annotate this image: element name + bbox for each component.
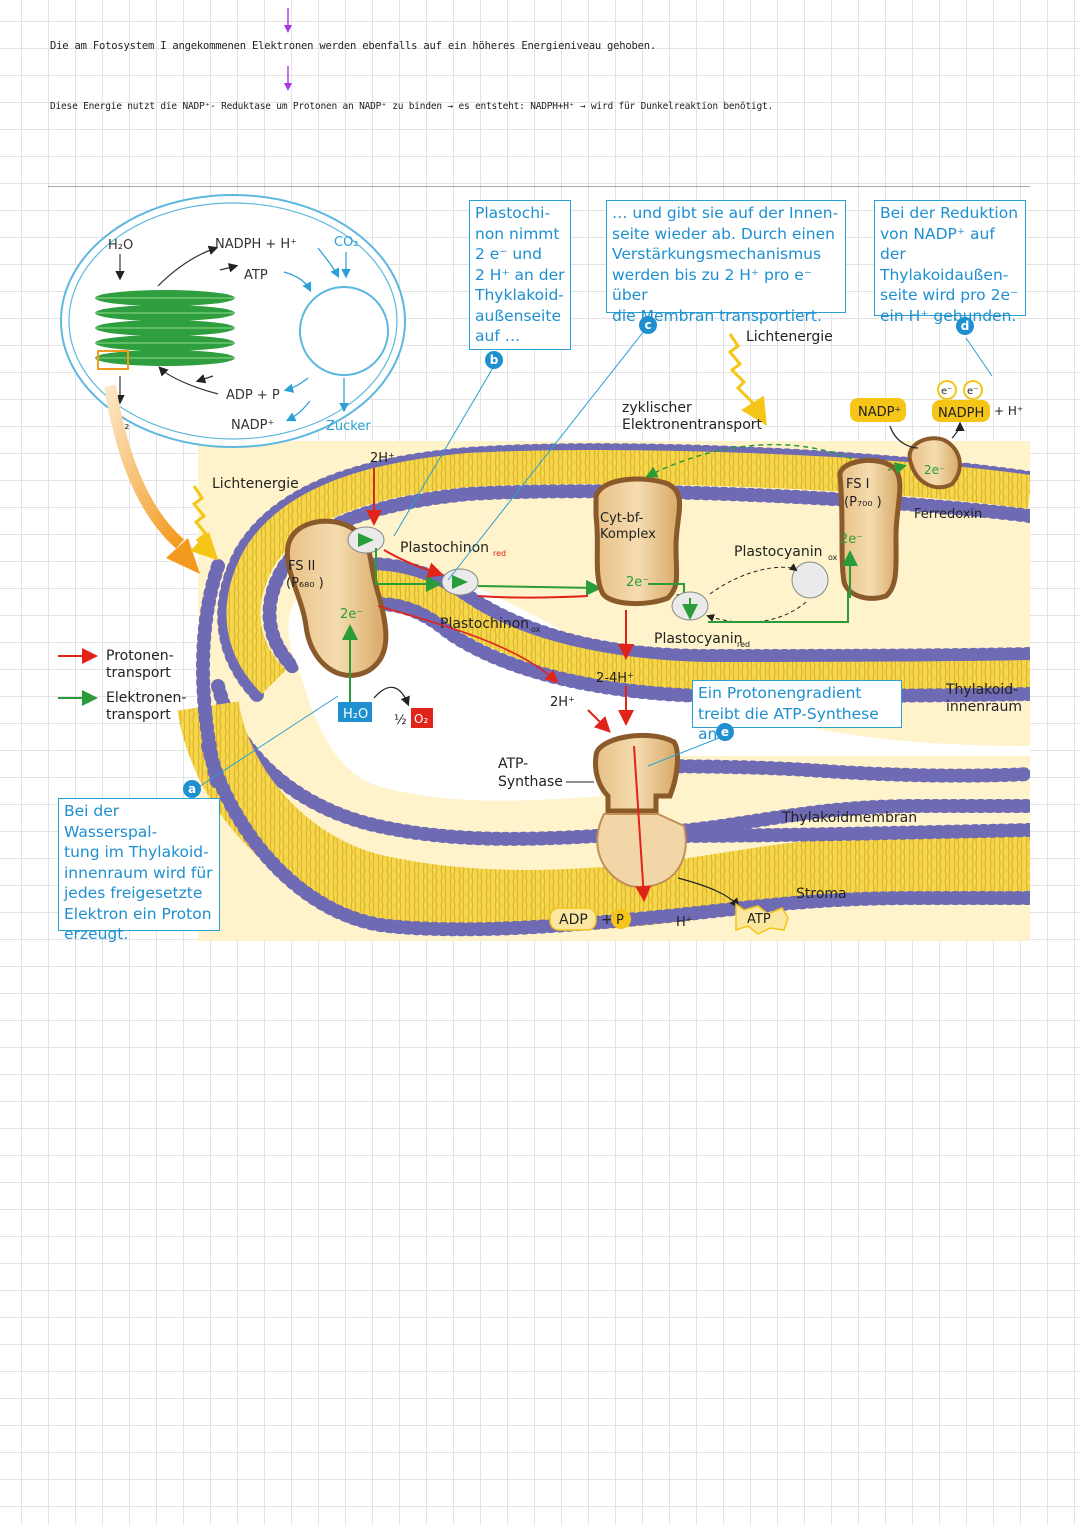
svg-text:e⁻: e⁻ — [941, 386, 952, 397]
h-plus-bottom: H⁺ — [676, 915, 693, 930]
plastochinon-ox: Plastochinon — [440, 616, 529, 632]
callout-d-connector — [965, 337, 993, 377]
cyt-2e: 2e⁻ — [626, 575, 649, 590]
lichtenergie-left: Lichtenergie — [212, 476, 299, 492]
plastocyanin-red: Plastocyanin — [654, 631, 742, 647]
svg-text:H₂O: H₂O — [343, 707, 368, 722]
thylakoidmembran-label: Thylakoidmembran — [781, 810, 917, 826]
svg-text:ox: ox — [828, 553, 838, 562]
p700-label: (P₇₀₀ ) — [844, 495, 882, 510]
callout-b-badge: b — [485, 351, 503, 369]
membrane-heads — [262, 484, 1037, 675]
callout-d-badge: d — [956, 317, 974, 335]
calvin-cycle — [299, 286, 389, 376]
note-line-1: Die am Fotosystem I angekommenen Elektro… — [50, 40, 657, 52]
callout-a-connector — [193, 695, 339, 791]
fs1-2e: 2e⁻ — [840, 532, 863, 547]
o2-box — [411, 708, 433, 728]
stroma-label: Stroma — [796, 886, 847, 902]
two-h-atp: 2H⁺ — [550, 695, 575, 710]
cytbf-label: Cyt-bf- — [600, 511, 644, 526]
nadph-chip — [932, 400, 990, 422]
atp-synthase-label-1: ATP- — [498, 756, 528, 772]
svg-text:e⁻: e⁻ — [967, 386, 978, 397]
legend-protonen-1: Protonen- — [106, 648, 174, 664]
thylakoidinnenraum-1: Thylakoid- — [945, 682, 1018, 698]
down-arrow-icon — [284, 8, 292, 33]
nadp-chip — [850, 398, 906, 422]
elektronentransport-label: Elektronentransport — [622, 417, 763, 433]
p-chip — [611, 909, 631, 929]
photosynthesis-figure: H₂O O₂ NADPH + H⁺ ATP CO₂ ADP + P NADP⁺ … — [48, 185, 1037, 943]
svg-text:NADPH: NADPH — [938, 406, 984, 421]
callout-c: … und gibt sie auf der Innen- seite wied… — [606, 200, 846, 325]
callout-b: Plastochi- non nimmt 2 e⁻ und 2 H⁺ an de… — [469, 200, 571, 350]
svg-text:ADP: ADP — [559, 912, 588, 928]
atp-synthase-label-2: Synthase — [498, 774, 563, 790]
h2o-box — [338, 702, 372, 722]
chloroplast-co2: CO₂ — [334, 235, 359, 250]
svg-text:ox: ox — [531, 625, 541, 634]
callout-d: Bei der Reduktion von NADP⁺ auf der Thyl… — [874, 200, 1026, 325]
legend-elektronen-1: Elektronen- — [106, 690, 186, 706]
two-h-top: 2H⁺ — [370, 451, 395, 466]
chloroplast-zucker: Zucker — [326, 419, 371, 434]
atp-bottom: ATP — [747, 912, 771, 927]
cytbf-complex — [593, 476, 683, 607]
plastochinon-red: Plastochinon — [400, 540, 489, 556]
membrane-tails — [226, 449, 1033, 695]
fd-2e: 2e⁻ — [924, 463, 945, 477]
zyklischer-label: zyklischer — [622, 400, 692, 416]
fs2-label: FS II — [288, 559, 315, 574]
down-arrow-icon — [284, 66, 292, 91]
callout-e: Ein Protonengradient treibt die ATP-Synt… — [692, 680, 902, 743]
svg-text:red: red — [493, 549, 506, 558]
svg-text:+: + — [601, 912, 613, 928]
thylakoidinnenraum-2: innenraum — [946, 699, 1022, 715]
light-wave-right — [727, 333, 767, 426]
callout-e-connector — [647, 735, 725, 767]
atp-synthase — [593, 732, 687, 902]
ferredoxin — [907, 436, 962, 490]
fs1-label: FS I — [846, 477, 869, 492]
plastocyanin-ox: Plastocyanin — [734, 544, 822, 560]
zoom-marker — [97, 350, 129, 370]
ferredoxin-label: Ferredoxin — [914, 507, 982, 522]
svg-text:NADP⁺: NADP⁺ — [858, 405, 901, 420]
callout-b-connector — [393, 365, 495, 537]
adp-chip — [549, 907, 597, 931]
callout-c-badge: c — [639, 316, 657, 334]
zoom-arrow — [104, 385, 185, 549]
komplex-label: Komplex — [600, 527, 656, 542]
legend-protonen-2: transport — [106, 665, 171, 681]
chloroplast-adp-p: ADP + P — [226, 388, 280, 403]
svg-text:P: P — [616, 913, 624, 928]
legend: Protonen- transport Elektronen- transpor… — [58, 648, 186, 723]
svg-text:red: red — [737, 640, 750, 649]
atp-starburst — [735, 902, 789, 935]
photosystem-ii — [284, 518, 389, 678]
p680-label: (P₆₈₀ ) — [286, 576, 324, 591]
callout-a: Bei der Wasserspal- tung im Thylakoid- i… — [58, 798, 220, 943]
callout-e-badge: e — [716, 723, 734, 741]
grana-stack — [95, 290, 235, 366]
svg-text:O₂: O₂ — [414, 712, 428, 726]
lichtenergie-right: Lichtenergie — [746, 329, 833, 345]
callout-c-connector — [447, 325, 649, 581]
chloroplast-nadph: NADPH + H⁺ — [215, 237, 297, 252]
chloroplast-atp: ATP — [244, 268, 268, 283]
chloroplast-h2o: H₂O — [108, 238, 133, 253]
chloroplast-nadp: NADP⁺ — [231, 418, 274, 433]
legend-elektronen-2: transport — [106, 707, 171, 723]
two-four-h: 2-4H⁺ — [596, 671, 634, 686]
note-line-2: Diese Energie nutzt die NADP⁺- Reduktase… — [50, 101, 774, 112]
fs2-2e: 2e⁻ — [340, 607, 363, 622]
svg-text:½: ½ — [394, 713, 407, 728]
plus-h-label: + H⁺ — [994, 404, 1023, 418]
light-wave-left — [189, 485, 219, 561]
chloroplast: H₂O O₂ NADPH + H⁺ ATP CO₂ ADP + P NADP⁺ … — [60, 194, 406, 448]
callout-a-badge: a — [183, 780, 201, 798]
